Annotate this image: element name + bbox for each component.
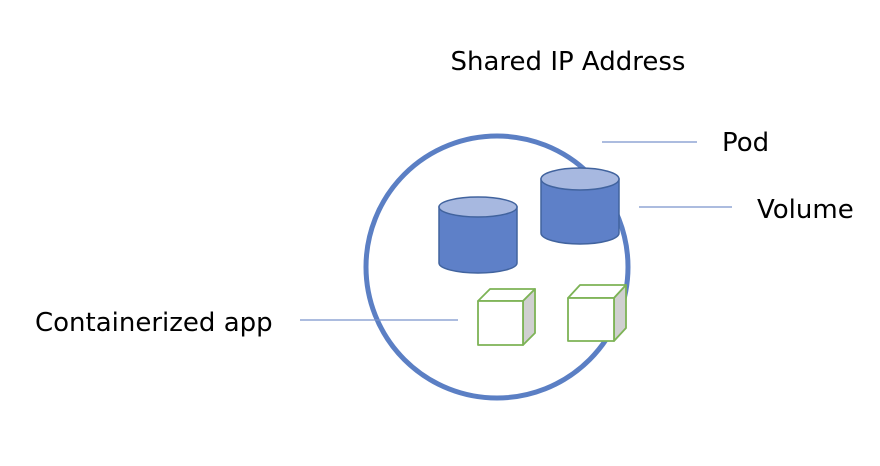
cylinder-icon	[438, 196, 518, 274]
containerized-app-label: Containerized app	[35, 308, 273, 338]
volume-label: Volume	[757, 195, 854, 225]
cube-icon	[567, 284, 627, 342]
cube-icon	[477, 288, 536, 346]
pod-circle	[363, 133, 631, 401]
pod-label: Pod	[722, 128, 769, 158]
shared-ip-label: Shared IP Address	[451, 47, 686, 77]
cylinder-icon	[540, 167, 620, 245]
